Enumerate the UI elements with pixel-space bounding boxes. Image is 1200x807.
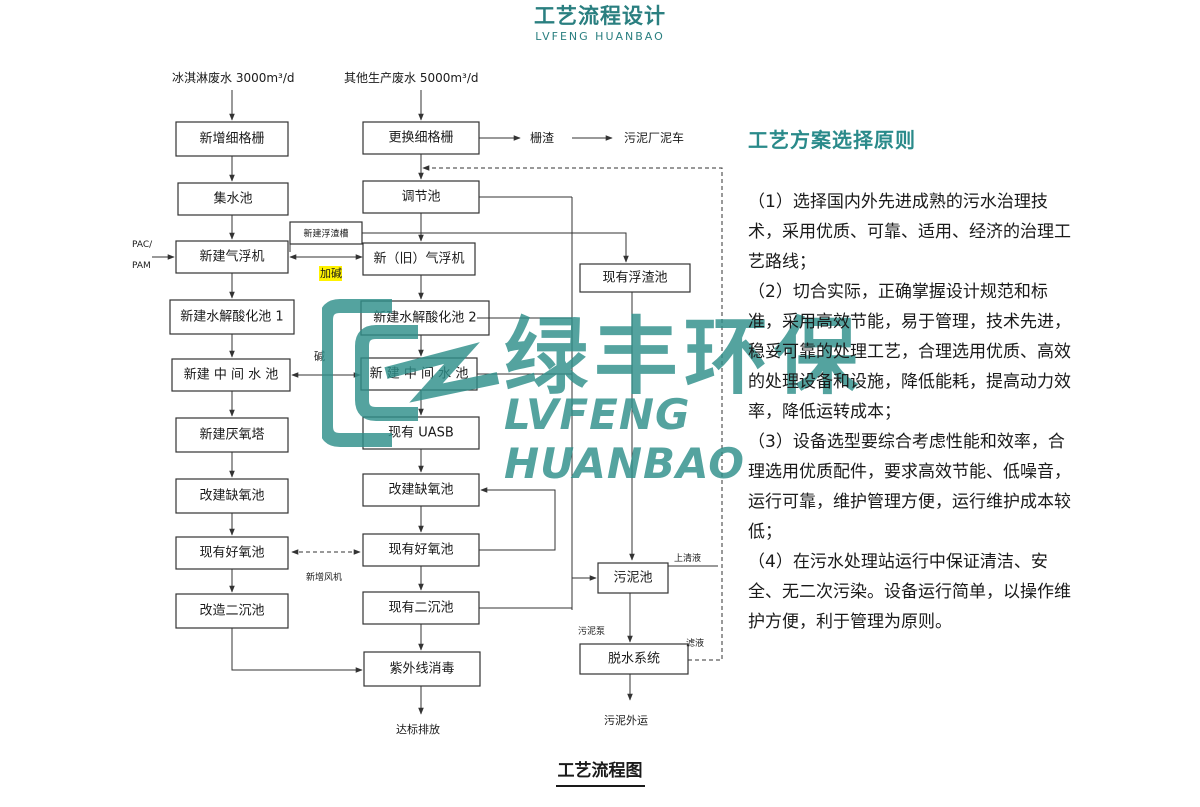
sludge-factory-label: 污泥厂泥车 [624, 130, 684, 145]
left-box-air-flotation [175, 240, 289, 274]
sludge-tank [597, 562, 669, 594]
left-box-middle-tank-label: 新建 中 间 水 池 [184, 367, 279, 383]
right-box-hydrolysis-2-label: 新建水解酸化池 2 [373, 310, 476, 326]
left-box-fine-screen-label: 新增细格栅 [199, 131, 264, 147]
left-box-air-flotation-label: 新建气浮机 [199, 249, 264, 265]
float-tank-label: 现有浮渣池 [602, 271, 667, 286]
float-tank [579, 263, 691, 293]
left-box-collection-tank-label: 集水池 [213, 191, 252, 207]
right-box-uasb-label: 现有 UASB [388, 426, 454, 441]
page-title: 工艺流程设计 [534, 4, 666, 28]
alkali-add-label: 加碱 [320, 267, 342, 280]
diagram-caption-wrap: 工艺流程图 [0, 756, 1200, 787]
left-box-middle-tank [171, 358, 291, 392]
discharge-label: 达标排放 [396, 722, 440, 736]
right-box-uv-disinfection-label: 紫外线消毒 [389, 662, 454, 677]
left-box-fine-screen [175, 121, 289, 157]
right-box-middle-tank-label: 新 建 中 间 水 池 [370, 366, 469, 382]
process-flow-diagram: 冰淇淋废水 3000m³/d 其他生产废水 5000m³/d 新增细格栅 集水池… [132, 70, 723, 736]
sludge-pump-label: 污泥泵 [578, 625, 605, 637]
left-box-anoxic-tank [175, 478, 289, 514]
left-box-collection-tank [177, 182, 289, 216]
left-box-hydrolysis-1 [169, 299, 295, 335]
supernatant-label: 上清液 [674, 552, 701, 564]
right-box-aerobic-tank [362, 533, 480, 567]
left-box-hydrolysis-1-label: 新建水解酸化池 1 [180, 309, 283, 325]
fan-label: 新增风机 [306, 571, 342, 583]
principle-item-1: （1）选择国内外先进成熟的污水治理技术，采用优质、可靠、适用、经济的治理工艺路线… [748, 192, 1071, 272]
filtrate-label: 滤液 [686, 637, 704, 649]
dewater-box [579, 643, 689, 675]
right-box-aerobic-tank-label: 现有好氧池 [388, 543, 453, 558]
diagram-caption: 工艺流程图 [555, 761, 645, 787]
right-box-air-flotation [362, 242, 476, 276]
left-box-aerobic-tank [175, 536, 289, 570]
dewater-box-label: 脱水系统 [608, 652, 660, 667]
right-box-anoxic-tank [362, 473, 480, 507]
principle-item-4: （4）在污水处理站运行中保证清洁、安全、无二次污染。设备运行简单，以操作维护方便… [748, 552, 1071, 632]
pam-label: PAM [132, 261, 151, 271]
right-box-equalization-tank-label: 调节池 [401, 190, 440, 205]
left-box-anaerobic-tower-label: 新建厌氧塔 [199, 427, 264, 443]
alkali-highlight [319, 266, 342, 281]
left-box-secondary-clarifier-label: 改造二沉池 [199, 604, 264, 619]
principle-item-3: （3）设备选型要综合考虑性能和效率，合理选用优质配件，要求高效节能、低噪音，运行… [748, 432, 1071, 542]
grid-slag-label: 栅渣 [530, 130, 554, 145]
right-box-fine-screen [362, 121, 480, 155]
left-box-anoxic-tank-label: 改建缺氧池 [199, 489, 264, 504]
right-box-anoxic-tank-label: 改建缺氧池 [388, 483, 453, 498]
principles-title: 工艺方案选择原则 [748, 128, 916, 152]
right-box-equalization-tank [362, 180, 480, 214]
right-box-fine-screen-label: 更换细格栅 [388, 130, 453, 146]
right-box-uv-disinfection [363, 651, 481, 687]
right-source-label: 其他生产废水 5000m³/d [344, 70, 479, 85]
left-source-label: 冰淇淋废水 3000m³/d [172, 70, 295, 85]
slag-box-label: 新建浮渣槽 [303, 228, 348, 240]
pac-label: PAC/ [132, 240, 153, 250]
page-subtitle: LVFENG HUANBAO [535, 30, 665, 43]
principle-item-2: （2）切合实际，正确掌握设计规范和标准，采用高效节能，易于管理，技术先进，稳妥可… [748, 282, 1071, 422]
right-box-air-flotation-label: 新（旧）气浮机 [373, 251, 464, 267]
left-box-aerobic-tank-label: 现有好氧池 [199, 546, 264, 561]
left-box-secondary-clarifier [175, 593, 289, 629]
alkali-label: 碱 [314, 350, 325, 363]
right-box-secondary-clarifier-label: 现有二沉池 [388, 601, 453, 616]
left-box-anaerobic-tower [175, 417, 289, 453]
sludge-out-label: 污泥外运 [604, 714, 648, 727]
principles-panel: 工艺方案选择原则 （1）选择国内外先进成熟的污水治理技术，采用优质、可靠、适用、… [748, 124, 1078, 637]
sludge-tank-label: 污泥池 [613, 571, 652, 586]
right-box-secondary-clarifier [362, 591, 480, 625]
